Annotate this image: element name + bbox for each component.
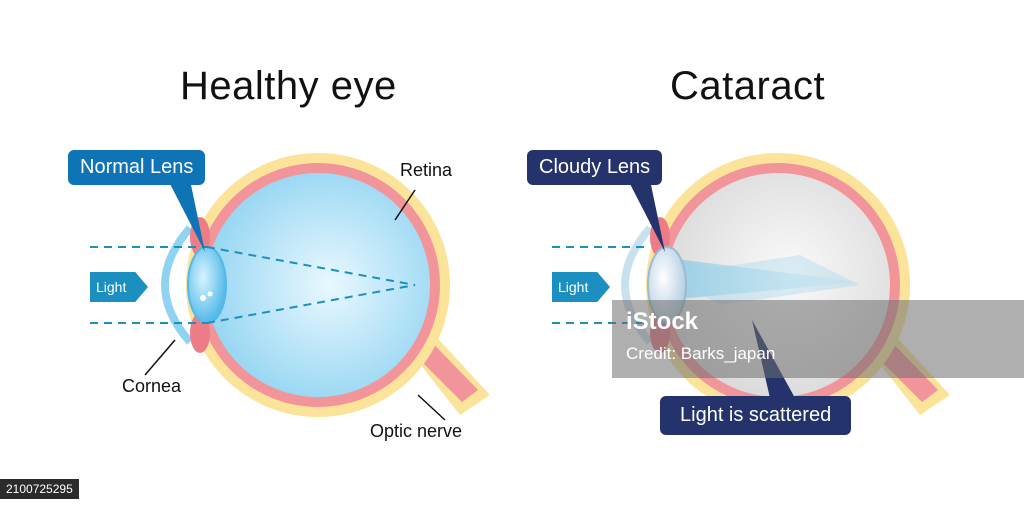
- scattered-beam-bottom: [668, 255, 860, 305]
- watermark-brand: iStock: [626, 308, 699, 335]
- cornea-label: Cornea: [122, 376, 182, 396]
- retina-label: Retina: [400, 160, 453, 180]
- callout-pointer-normal: [168, 180, 205, 252]
- cataract-title: Cataract: [670, 64, 826, 108]
- cornea: [161, 225, 194, 345]
- vitreous: [206, 173, 430, 397]
- watermark: iStock Credit: Barks_japan: [612, 300, 1024, 378]
- watermark-credit: Credit: Barks_japan: [626, 344, 776, 363]
- healthy-eye-title: Healthy eye: [180, 64, 397, 108]
- callout-pointer-cloudy: [628, 180, 665, 252]
- cloudy-lens-callout: Cloudy Lens: [527, 150, 663, 185]
- light-scattered-callout: Light is scattered: [660, 396, 852, 435]
- image-id-badge: 2100725295: [0, 479, 79, 499]
- light-arrow-left: Light: [90, 272, 148, 302]
- healthy-eye: [90, 153, 490, 421]
- normal-lens-callout: Normal Lens: [68, 150, 206, 185]
- normal-lens: [187, 246, 227, 324]
- optic-nerve-label: Optic nerve: [370, 421, 463, 441]
- scattered-beam-top: [668, 258, 860, 300]
- light-arrow-right: Light: [552, 272, 610, 302]
